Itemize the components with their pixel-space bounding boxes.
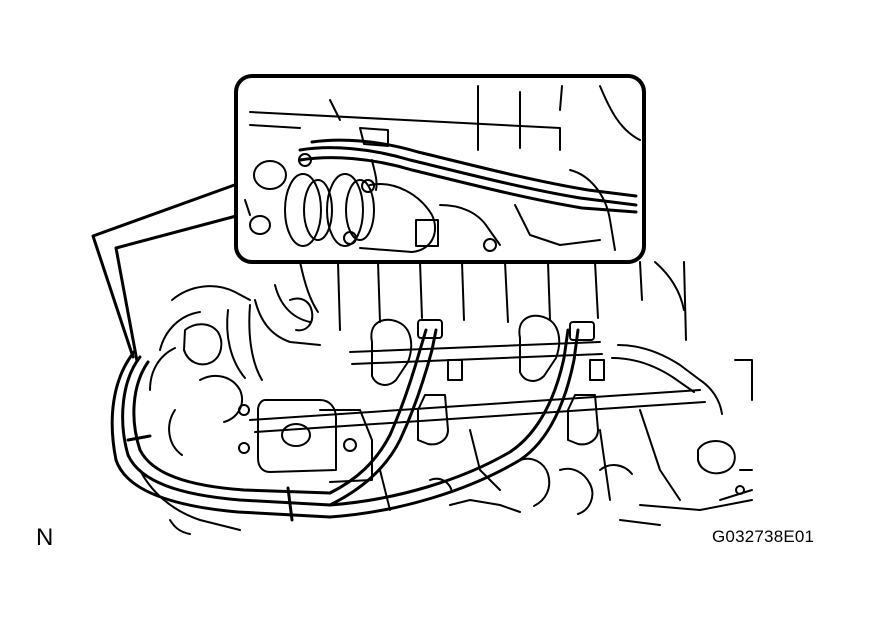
engine-body (140, 262, 752, 534)
hoses (371, 316, 559, 385)
connectors (418, 320, 604, 444)
callout-leader (93, 183, 240, 361)
figure-code: G032738E01 (712, 527, 815, 546)
wire-harness (112, 330, 578, 520)
inset-detail-panel (236, 76, 644, 262)
orientation-label: N (36, 524, 54, 551)
